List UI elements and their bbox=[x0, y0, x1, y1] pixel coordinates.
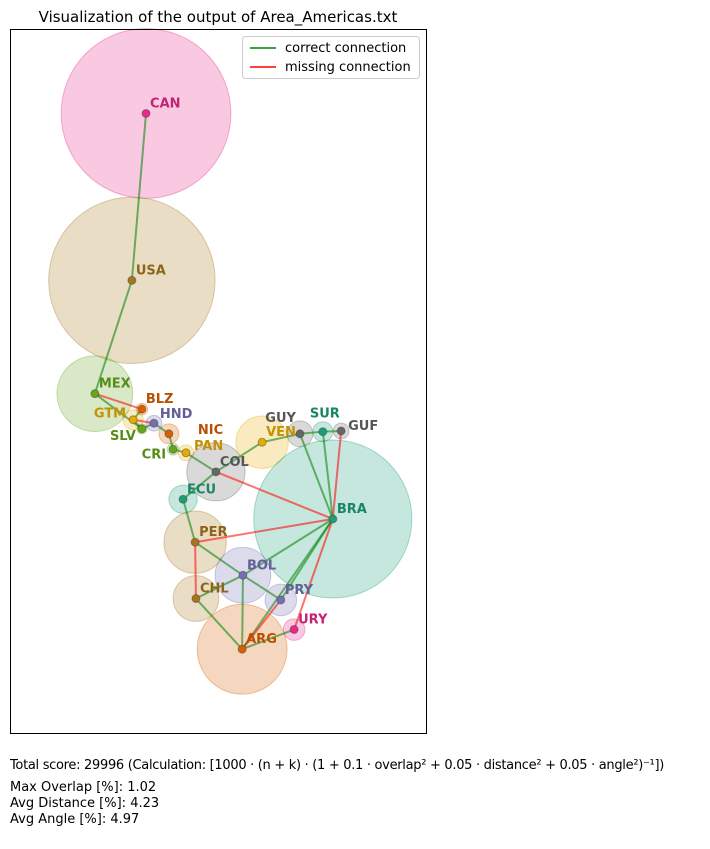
node-label-chl: CHL bbox=[200, 582, 229, 597]
edge-can-usa bbox=[130, 113, 148, 281]
edge-guf-bra bbox=[331, 430, 343, 520]
edge-ecu-per bbox=[182, 499, 197, 543]
node-point-arg bbox=[237, 644, 247, 654]
legend-correct-label: correct connection bbox=[285, 41, 406, 56]
avg-distance: Avg Distance [%]: 4.23 bbox=[10, 796, 160, 811]
node-point-mex bbox=[90, 389, 100, 399]
edge-usa-mex bbox=[93, 280, 133, 394]
node-label-gtm: GTM bbox=[94, 407, 126, 422]
edge-per-bra bbox=[194, 517, 333, 544]
node-label-col: COL bbox=[220, 455, 249, 470]
node-label-bol: BOL bbox=[247, 558, 276, 573]
edge-sur-bra bbox=[321, 431, 334, 520]
node-label-bra: BRA bbox=[337, 502, 367, 517]
node-point-blz bbox=[137, 404, 147, 414]
node-label-pry: PRY bbox=[285, 583, 314, 598]
node-point-nic bbox=[164, 429, 174, 439]
node-point-slv bbox=[137, 424, 147, 434]
node-label-blz: BLZ bbox=[146, 392, 174, 407]
avg-angle: Avg Angle [%]: 4.97 bbox=[10, 812, 140, 827]
node-label-hnd: HND bbox=[160, 407, 193, 422]
node-point-ven bbox=[257, 437, 267, 447]
node-point-chl bbox=[191, 594, 201, 604]
node-label-can: CAN bbox=[150, 96, 180, 111]
legend-missing-label: missing connection bbox=[285, 60, 411, 75]
edge-pan-col bbox=[185, 451, 217, 473]
edge-bol-pry bbox=[242, 574, 282, 601]
edge-ury-bra bbox=[293, 518, 334, 630]
node-point-usa bbox=[127, 275, 137, 285]
node-point-sur bbox=[318, 427, 328, 437]
node-point-per bbox=[190, 537, 200, 547]
node-point-bra bbox=[328, 514, 338, 524]
node-point-can bbox=[141, 108, 151, 118]
node-label-per: PER bbox=[199, 525, 227, 540]
edge-arg-pry bbox=[241, 599, 282, 650]
node-label-arg: ARG bbox=[246, 632, 277, 647]
legend: correct connection missing connection bbox=[242, 36, 420, 79]
edge-per-chl bbox=[194, 542, 197, 599]
edge-col-ecu bbox=[182, 471, 217, 501]
edge-bol-bra bbox=[242, 518, 334, 577]
node-label-ecu: ECU bbox=[187, 482, 216, 497]
node-point-hnd bbox=[149, 418, 159, 428]
node-label-usa: USA bbox=[136, 263, 166, 278]
edge-col-bra bbox=[215, 470, 334, 520]
edge-guy-bra bbox=[299, 433, 334, 520]
node-label-mex: MEX bbox=[99, 377, 131, 392]
node-label-pan: PAN bbox=[194, 439, 223, 454]
node-point-gtm bbox=[128, 415, 138, 425]
edge-bol-chl bbox=[195, 574, 244, 600]
chart-title: Visualization of the output of Area_Amer… bbox=[39, 8, 398, 27]
node-label-cri: CRI bbox=[142, 447, 166, 462]
node-label-slv: SLV bbox=[110, 429, 136, 444]
node-label-guf: GUF bbox=[348, 419, 378, 434]
edge-arg-ury bbox=[241, 628, 295, 651]
node-label-sur: SUR bbox=[310, 407, 340, 422]
node-point-guf bbox=[336, 426, 346, 436]
edge-chl-arg bbox=[195, 597, 243, 650]
edge-per-bol bbox=[194, 541, 244, 577]
axes-frame bbox=[10, 29, 427, 734]
node-point-guy bbox=[295, 429, 305, 439]
total-score: Total score: 29996 (Calculation: [1000 ·… bbox=[10, 758, 665, 773]
node-label-ury: URY bbox=[298, 613, 328, 628]
node-point-cri bbox=[168, 444, 178, 454]
edge-col-ven bbox=[215, 441, 263, 473]
node-point-ecu bbox=[178, 494, 188, 504]
edge-bol-arg bbox=[241, 575, 244, 650]
node-label-guy: GUY bbox=[265, 411, 296, 426]
edge-pry-bra bbox=[279, 518, 334, 601]
node-label-ven: VEN bbox=[266, 425, 296, 440]
node-point-pry bbox=[276, 595, 286, 605]
edge-ven-guy bbox=[261, 432, 301, 444]
node-point-col bbox=[211, 467, 221, 477]
max-overlap: Max Overlap [%]: 1.02 bbox=[10, 780, 157, 795]
edge-mex-blz bbox=[94, 392, 143, 411]
node-point-pan bbox=[181, 448, 191, 458]
node-point-bol bbox=[238, 570, 248, 580]
node-point-ury bbox=[289, 625, 299, 635]
node-label-nic: NIC bbox=[198, 423, 223, 438]
chart: Visualization of the output of Area_Amer… bbox=[10, 8, 427, 734]
